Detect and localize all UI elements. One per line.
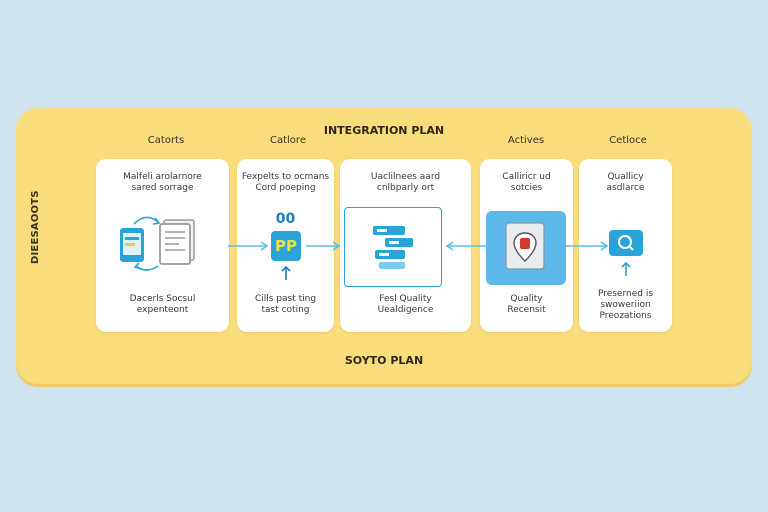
arrow-up-icon-2 (621, 261, 631, 281)
pp-logo-icon: PP (271, 231, 301, 261)
diagram-footer: SOYTO PLAN (344, 354, 424, 367)
magnifier-icon (609, 230, 643, 256)
column-header-2: Catlore (270, 135, 306, 146)
arrow-card4-to-card5 (566, 241, 609, 251)
flow-arrows (228, 241, 609, 251)
location-pin-icon (486, 211, 566, 285)
column-header-1: Catorts (147, 135, 185, 146)
column-header-3: Actives (507, 135, 545, 146)
card-5-top-text: Quallicy asdlarce (606, 172, 645, 193)
column-header-4: Cetloce (609, 135, 647, 146)
card-data-transfer: Malfeli arolarnore sared sorrage (96, 159, 229, 332)
diagram-title: INTEGRATION PLAN (323, 124, 445, 137)
arrow-card2-to-card3 (306, 241, 341, 251)
card-pp-processing: Fexpelts to ocmans Cord poeping 00 PP Ci… (237, 159, 334, 332)
card-2-top-text: Fexpelts to ocmans Cord poeping (241, 172, 330, 193)
card-server-quality: Uaclilnees aard cnlbparly ort Fesl Quali… (340, 159, 471, 332)
card-1-bottom-text: Dacerls Socsul expenteont (129, 294, 196, 315)
card-3-top-text: Uaclilnees aard cnlbparly ort (370, 172, 441, 193)
card-4-top-text: Calliricr ud sotcies (502, 172, 551, 193)
card-quality-location: Calliricr ud sotcies Quality Recensit (480, 159, 573, 332)
card-2-badge: 00 (275, 211, 296, 227)
card-2-bottom-text: Cills past ting tast coting (254, 294, 317, 315)
card-5-bottom-text: Preserned is swoweriion Preozations (597, 289, 654, 321)
arrow-card4-to-card3 (445, 241, 486, 251)
arrow-card1-to-card2 (228, 241, 269, 251)
card-1-top-text: Malfeli arolarnore sared sorrage (123, 172, 202, 193)
arrow-up-icon (281, 265, 291, 285)
card-3-bottom-text: Fesl Quality Uealdigence (377, 294, 434, 315)
server-layers-icon (344, 207, 442, 287)
card-4-bottom-text: Quality Recensit (507, 294, 546, 315)
data-transfer-icon (116, 212, 206, 276)
integration-plan-panel: DIEESAOOTS INTEGRATION PLAN Catorts Catl… (16, 108, 752, 384)
